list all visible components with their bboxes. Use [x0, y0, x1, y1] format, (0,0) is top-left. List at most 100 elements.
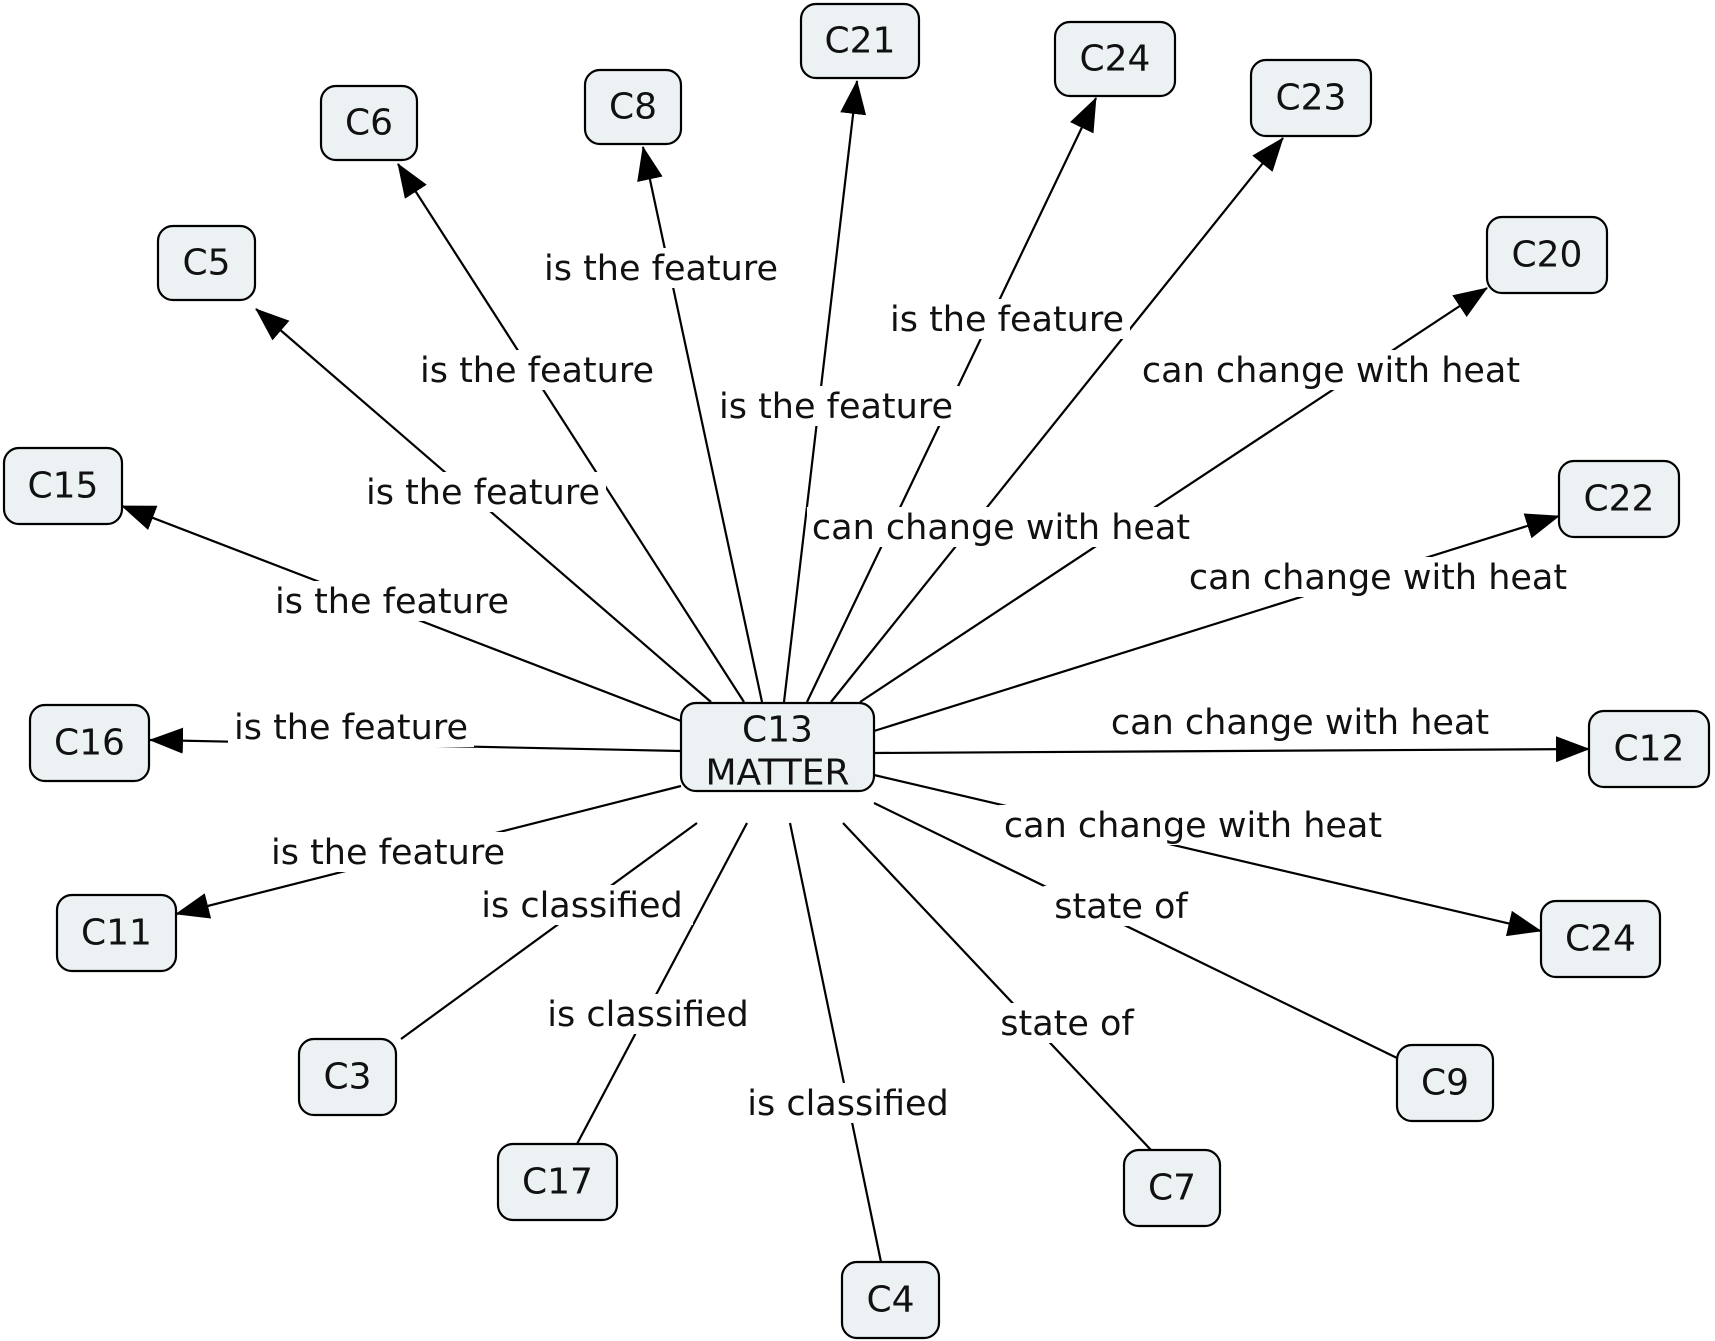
edge-label-c20: can change with heat — [1137, 350, 1525, 391]
edge-label-text: can change with heat — [1142, 351, 1520, 391]
edge-label-text: is the feature — [234, 708, 468, 748]
edge-label-c16: is the feature — [228, 707, 474, 748]
edge-labels-layer: is the feature is the feature is the featu… — [228, 248, 1572, 1124]
edge-label-mask — [228, 707, 474, 747]
edge-label-text: is the feature — [271, 833, 505, 873]
edge-c9 — [873, 802, 1398, 1059]
node-c11[interactable]: C11 — [55, 893, 178, 973]
node-label: C20 — [1512, 235, 1583, 276]
edge-label-mask — [713, 386, 959, 426]
center-node-line: MATTER — [706, 753, 850, 794]
node-c9[interactable]: C9 — [1395, 1043, 1495, 1123]
node-label: C5 — [182, 243, 230, 284]
node-label: C4 — [866, 1280, 914, 1321]
node-c21[interactable]: C21 — [799, 2, 921, 80]
node-box — [1122, 1148, 1222, 1228]
edge-c6 — [397, 163, 745, 703]
edge-label-text: is the feature — [719, 387, 953, 427]
node-box — [1485, 215, 1609, 295]
node-c3[interactable]: C3 — [297, 1037, 398, 1117]
node-box — [1587, 709, 1711, 789]
node-c22[interactable]: C22 — [1557, 459, 1681, 539]
node-c16[interactable]: C16 — [28, 703, 151, 783]
edge-label-text: state of — [1000, 1004, 1134, 1044]
node-label: C15 — [28, 466, 99, 507]
node-box — [799, 2, 921, 80]
node-c20[interactable]: C20 — [1485, 215, 1609, 295]
node-box — [2, 446, 124, 526]
node-c6[interactable]: C6 — [319, 84, 419, 162]
edge-label-c6: is the feature — [414, 350, 660, 391]
edge-label-text: is classified — [747, 1084, 949, 1124]
node-c17[interactable]: C17 — [496, 1142, 619, 1222]
node-label: C7 — [1148, 1168, 1196, 1209]
node-c24a[interactable]: C24 — [1053, 20, 1177, 98]
node-box — [583, 68, 683, 146]
node-box — [1249, 58, 1373, 138]
node-box — [840, 1260, 941, 1340]
edge-label-c5: is the feature — [360, 472, 606, 513]
node-label: C17 — [522, 1162, 593, 1203]
edge-c24b — [873, 773, 1542, 937]
node-c5[interactable]: C5 — [156, 224, 257, 302]
node-box — [1539, 899, 1662, 979]
edge-label-mask — [737, 1083, 959, 1123]
node-label: C23 — [1276, 78, 1347, 119]
edge-c12 — [873, 736, 1590, 763]
edge-label-c12: can change with heat — [1106, 702, 1494, 743]
edge-label-c7: state of — [989, 1003, 1145, 1044]
edge-label-c24b: can change with heat — [999, 805, 1387, 846]
edge-c8 — [637, 146, 764, 703]
edge-label-text: can change with heat — [1111, 703, 1489, 743]
node-box — [1395, 1043, 1495, 1123]
node-c24b[interactable]: C24 — [1539, 899, 1662, 979]
edge-label-mask — [1106, 702, 1494, 742]
edge-label-text: state of — [1054, 887, 1188, 927]
edge-label-text: is the feature — [366, 473, 600, 513]
edge-label-text: is the feature — [890, 300, 1124, 340]
edge-label-c9: state of — [1043, 886, 1199, 927]
edge-c7 — [842, 822, 1152, 1151]
edge-label-text: can change with heat — [1004, 806, 1382, 846]
edge-label-c4: is classified — [737, 1083, 959, 1124]
edge-label-c24a: is the feature — [884, 299, 1130, 340]
edge-label-mask — [538, 248, 784, 288]
node-box — [297, 1037, 398, 1117]
node-box — [1557, 459, 1681, 539]
edge-label-mask — [265, 832, 511, 872]
node-c4[interactable]: C4 — [840, 1260, 941, 1340]
edge-label-mask — [537, 994, 759, 1034]
edge-c23 — [830, 137, 1284, 703]
node-label: C16 — [54, 723, 125, 764]
node-label: C3 — [323, 1057, 371, 1098]
node-label: C11 — [81, 913, 152, 954]
node-c8[interactable]: C8 — [583, 68, 683, 146]
edge-label-mask — [414, 350, 660, 390]
edge-label-c15: is the feature — [269, 581, 515, 622]
node-c15[interactable]: C15 — [2, 446, 124, 526]
node-c12[interactable]: C12 — [1587, 709, 1711, 789]
node-label: C24 — [1080, 39, 1151, 80]
edge-label-text: is the feature — [544, 249, 778, 289]
edge-label-text: can change with heat — [812, 508, 1190, 548]
node-c7[interactable]: C7 — [1122, 1148, 1222, 1228]
node-box — [156, 224, 257, 302]
node-c23[interactable]: C23 — [1249, 58, 1373, 138]
node-box — [55, 893, 178, 973]
edge-label-mask — [1184, 557, 1572, 597]
edge-label-text: is the feature — [420, 351, 654, 391]
node-label: C9 — [1421, 1063, 1469, 1104]
edge-label-text: is the feature — [275, 582, 509, 622]
node-box — [319, 84, 419, 162]
node-label: C21 — [825, 21, 896, 62]
edge-label-mask — [360, 472, 606, 512]
edge-label-c23: can change with heat — [807, 507, 1195, 548]
node-label: C6 — [345, 103, 393, 144]
edge-c3 — [400, 822, 698, 1040]
edge-c22 — [873, 513, 1560, 733]
edge-label-c8: is the feature — [538, 248, 784, 289]
edge-label-c22: can change with heat — [1184, 557, 1572, 598]
